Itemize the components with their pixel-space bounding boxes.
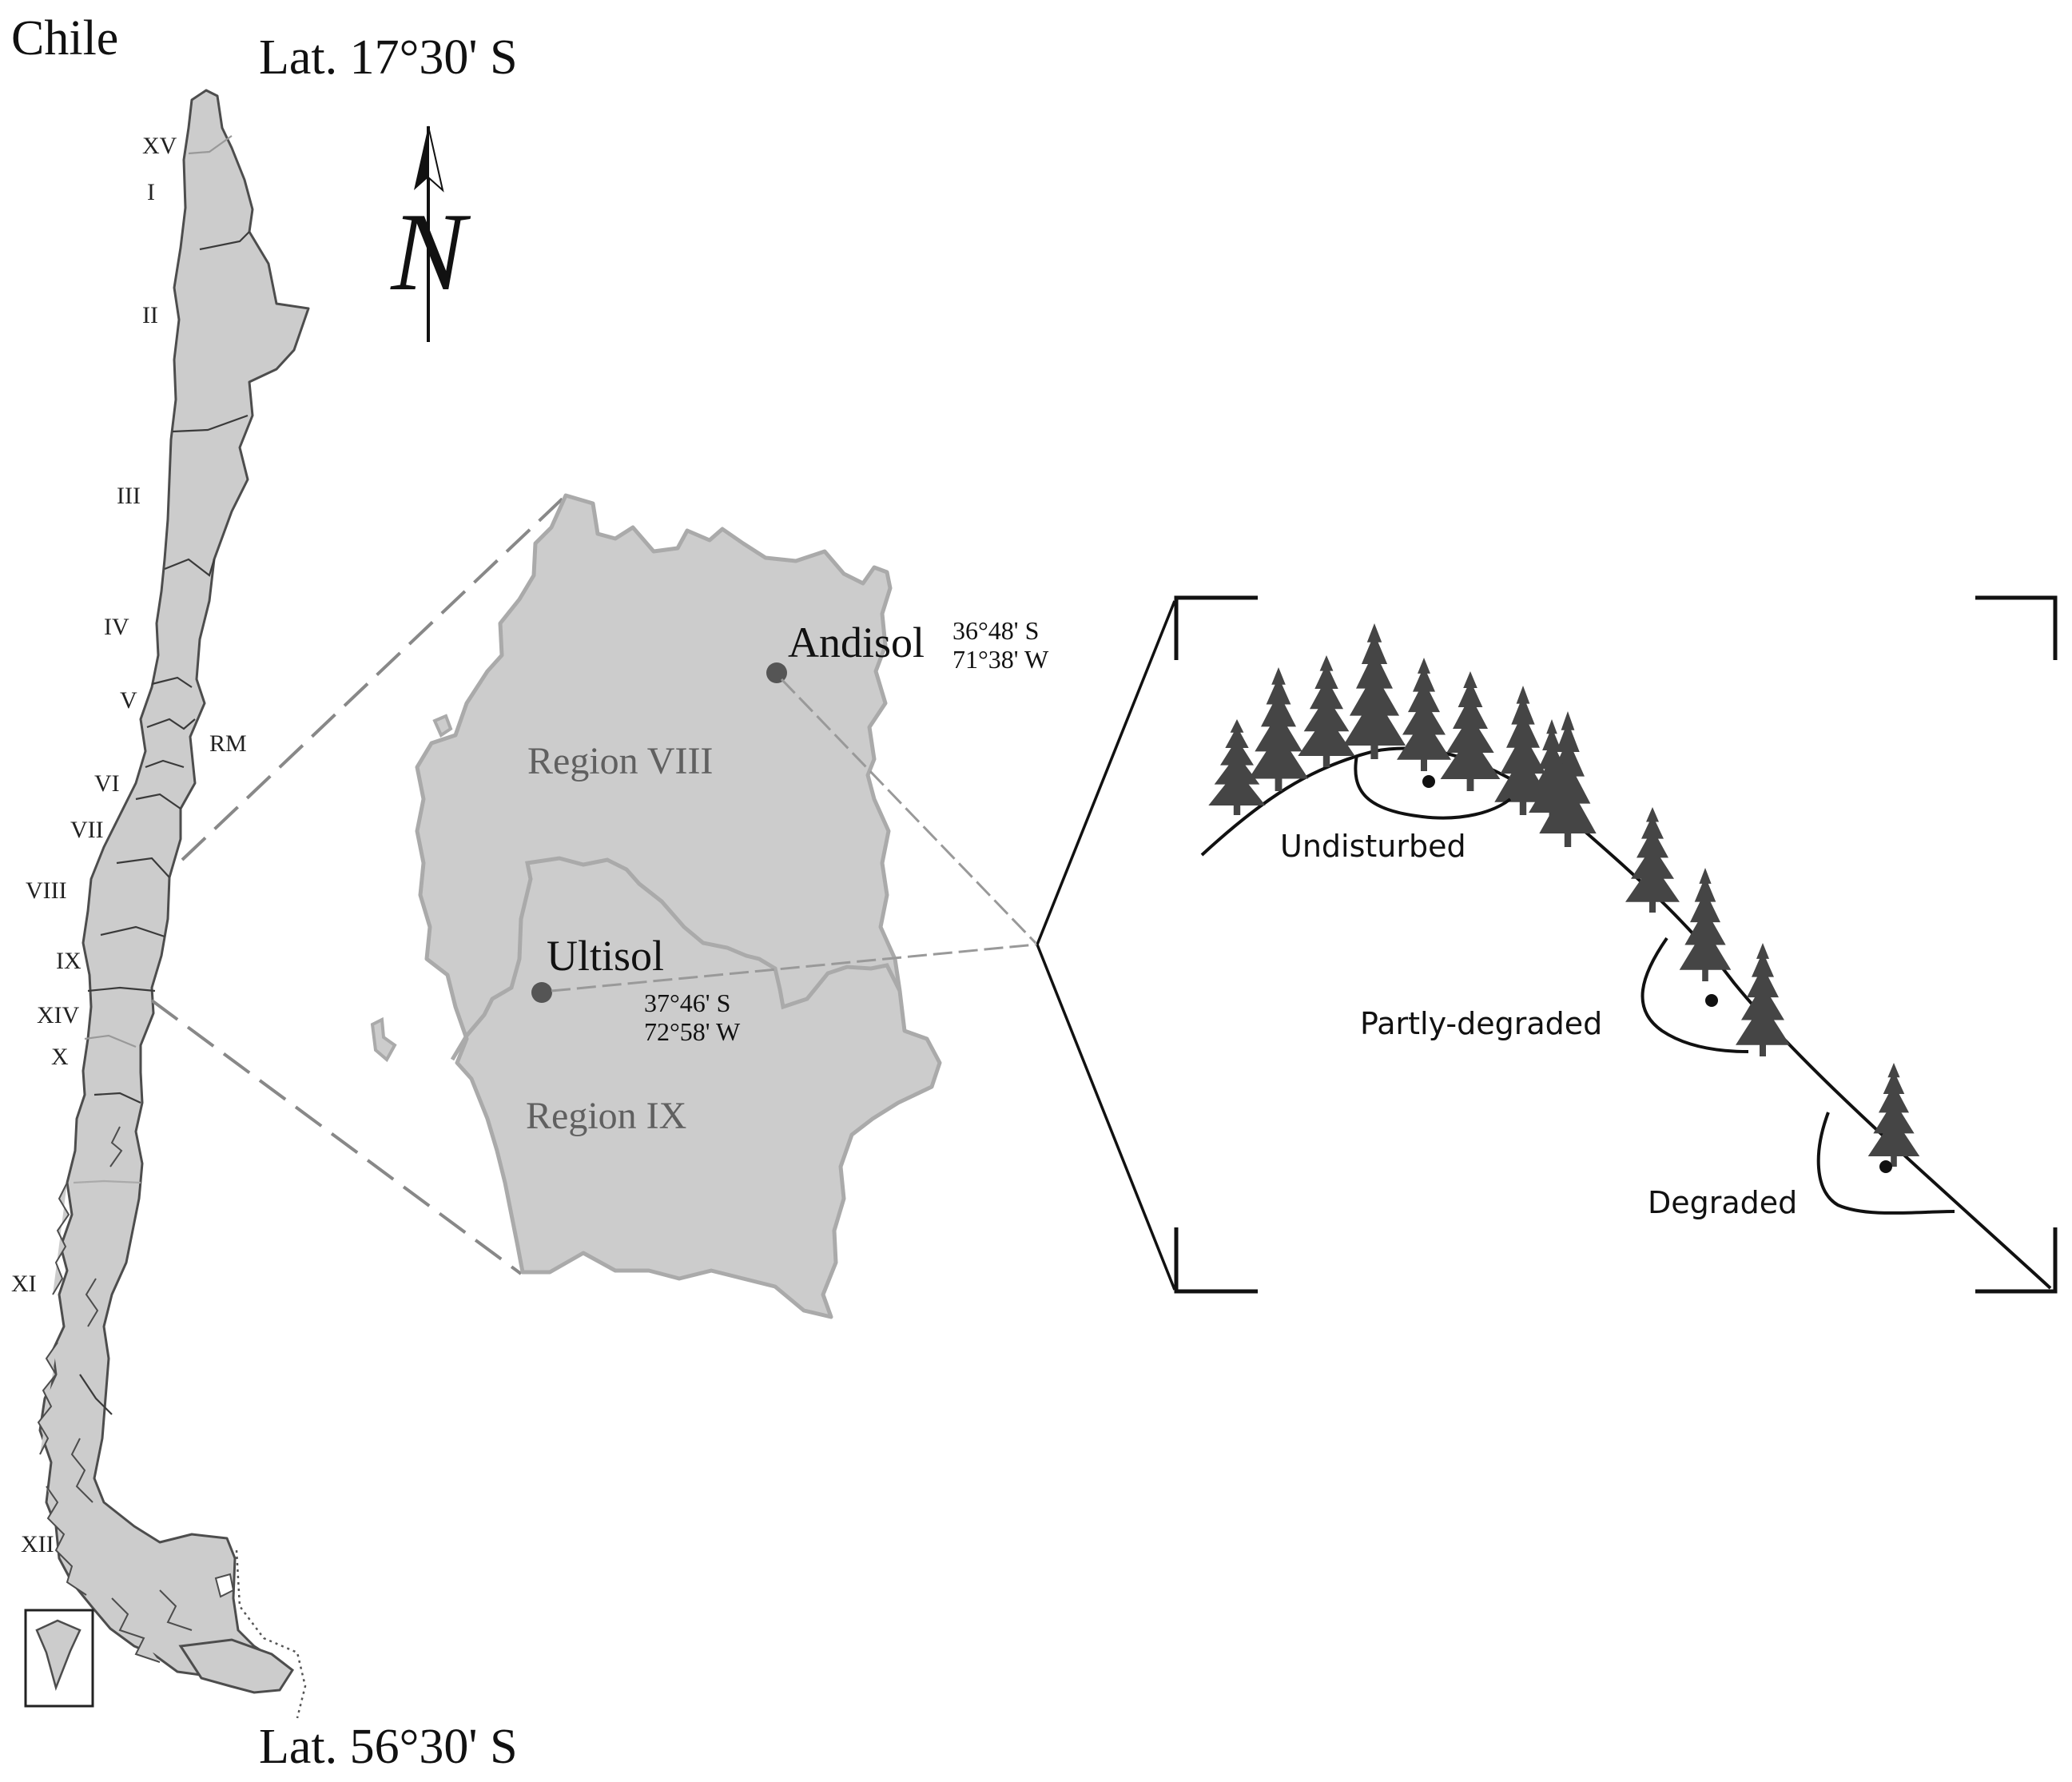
inset-dotted [36, 1619, 81, 1631]
dotted-boundary [235, 1549, 307, 1719]
small-island [370, 1016, 397, 1063]
region-label: VIII [26, 877, 67, 904]
region-boundary [450, 856, 902, 1061]
study-area-landmass [415, 493, 942, 1319]
andisol-label: Andisol [788, 619, 925, 666]
study-area-map: Region VIII Region IX Andisol 36°48' S 7… [370, 493, 1049, 1319]
region-label: III [117, 483, 141, 509]
inset-antarctica [35, 1619, 82, 1691]
panel-connectors [1036, 600, 1176, 1291]
region-ix-label: Region IX [526, 1095, 686, 1137]
region-label: XV [142, 133, 177, 159]
north-letter: N [389, 190, 471, 314]
zoom-connectors [150, 495, 566, 1275]
andisol-lat: 36°48' S [952, 616, 1039, 645]
region-label: VII [70, 817, 104, 843]
lake [214, 1573, 235, 1598]
ultisol-lat: 37°46' S [644, 988, 730, 1017]
andisol-lon: 71°38' W [952, 645, 1049, 674]
fjord-islands [37, 1126, 193, 1663]
region-label: XII [21, 1531, 54, 1557]
region-label: RM [209, 730, 247, 757]
sampling-pits [1354, 754, 1955, 1215]
undisturbed-label: Undisturbed [1280, 829, 1466, 864]
degraded-label: Degraded [1648, 1185, 1797, 1220]
inset-frame [24, 1609, 94, 1708]
region-label: II [142, 302, 158, 328]
site-connectors [551, 678, 1037, 992]
region-label: IV [104, 614, 129, 640]
region-label: XIV [37, 1002, 80, 1028]
region-label: VI [94, 770, 120, 797]
slope-panel: Undisturbed Partly-degraded Degraded [1174, 595, 2058, 1294]
region-borders [73, 135, 250, 1415]
ultisol-site-marker [531, 982, 552, 1003]
region-label: V [120, 687, 137, 714]
coastal-islet [432, 714, 453, 738]
region-label: I [147, 179, 155, 205]
chile-map [24, 89, 310, 1719]
ultisol-label: Ultisol [547, 932, 664, 980]
country-label: Chile [11, 11, 118, 66]
forest-trees [1208, 623, 1920, 1167]
tierra-del-fuego [178, 1638, 295, 1694]
north-arrow-icon: N [389, 125, 471, 342]
region-label: XI [11, 1271, 37, 1297]
panel-corner-brackets [1174, 595, 2058, 1294]
ultisol-lon: 72°58' W [644, 1017, 741, 1046]
region-label: X [51, 1044, 69, 1070]
region-label: IX [56, 948, 82, 974]
hillslope-profile [1200, 746, 2052, 1290]
region-viii-label: Region VIII [527, 740, 713, 782]
pit-points [1422, 775, 1892, 1173]
andisol-site-marker [766, 662, 787, 683]
region-labels: XV I II III IV V RM VI VII VIII IX XIV X… [11, 133, 247, 1557]
partly-degraded-label: Partly-degraded [1360, 1006, 1602, 1041]
lat-south-label: Lat. 56°30' S [259, 1720, 518, 1774]
lat-north-label: Lat. 17°30' S [259, 30, 518, 85]
